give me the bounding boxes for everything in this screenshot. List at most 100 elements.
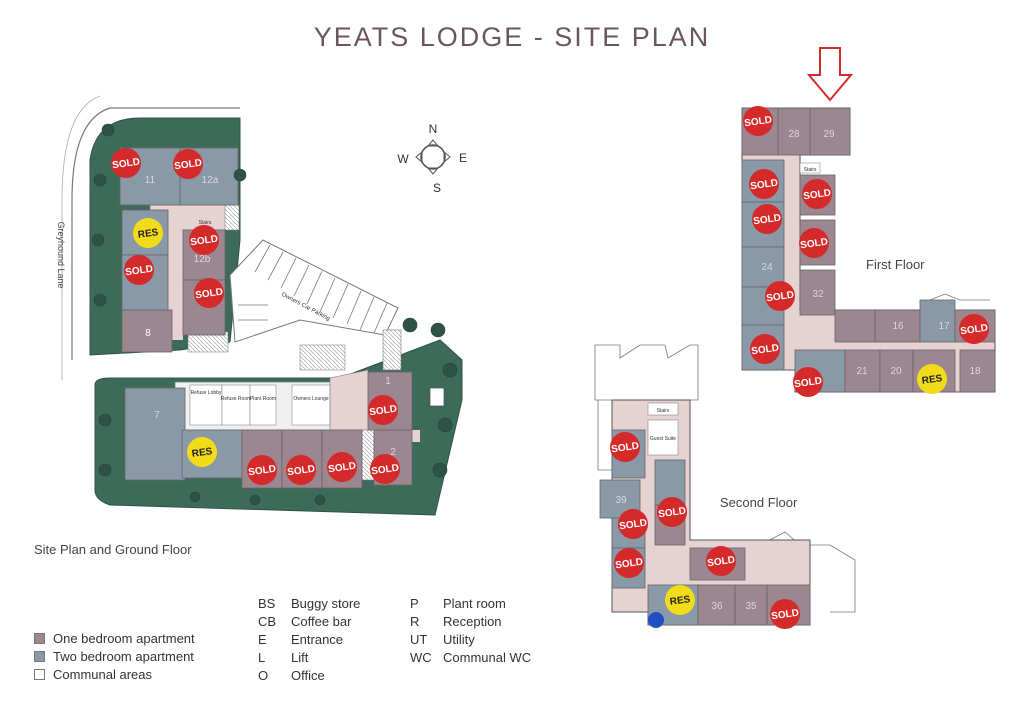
abbr-meaning: Utility	[443, 632, 475, 647]
legend-item-communal: Communal areas	[34, 665, 195, 683]
sold-badge: SOLD	[610, 432, 640, 462]
sold-badge-circle	[286, 455, 316, 485]
apt-number: 8	[145, 328, 151, 339]
sold-badge-label: SOLD	[658, 506, 687, 521]
apt-number: 11	[145, 175, 156, 186]
second-floor-stairs-label: Stairs	[657, 408, 670, 414]
sold-badge-label: SOLD	[611, 441, 640, 456]
sold-badge-circle	[749, 169, 779, 199]
sold-badge-label: SOLD	[112, 157, 141, 172]
guest-suite	[647, 419, 679, 456]
apartment-8	[121, 309, 173, 353]
apt-number: 32	[812, 289, 824, 300]
second-floor-stairs	[647, 402, 679, 416]
first-floor-label: First Floor	[866, 257, 925, 272]
sold-badge-circle	[706, 546, 736, 576]
sold-badge: SOLD	[124, 255, 154, 285]
apt-number: 20	[890, 366, 902, 377]
ground-floor-label: Site Plan and Ground Floor	[34, 542, 192, 557]
apartment-16	[874, 309, 921, 343]
second-floor-label: Second Floor	[720, 495, 798, 510]
sold-badge-label: SOLD	[369, 404, 398, 419]
trees	[91, 123, 458, 506]
refuse-room-label: Refuse Room	[221, 396, 252, 402]
compass: N S E W	[397, 122, 467, 195]
north-stairs-label: Stairs	[199, 220, 212, 226]
apt-number: 12a	[202, 175, 219, 186]
greyhound-lane-edge	[71, 107, 240, 360]
apartment-35	[734, 584, 768, 626]
sold-badge-label: SOLD	[766, 290, 795, 305]
sold-badge-circle	[370, 454, 400, 484]
sold-badge-label: SOLD	[619, 518, 648, 533]
entrance-arrow-icon	[806, 47, 854, 102]
abbr-meaning: Buggy store	[291, 596, 361, 611]
sold-badge-label: SOLD	[803, 188, 832, 203]
sold-badge: SOLD	[111, 148, 141, 178]
sold-badge: SOLD	[765, 281, 795, 311]
sold-badge-circle	[368, 395, 398, 425]
abbr-code: L	[258, 650, 266, 665]
page-title: YEATS LODGE - SITE PLAN	[313, 22, 711, 52]
apt-number: 24	[761, 262, 773, 273]
sold-badge: SOLD	[618, 509, 648, 539]
sold-badge-label: SOLD	[771, 608, 800, 623]
apartment-21	[844, 349, 881, 393]
sold-badge: SOLD	[743, 106, 773, 136]
apartment-7	[124, 387, 186, 481]
one-bedroom-swatch	[34, 632, 45, 644]
abbr-code: UT	[410, 632, 428, 647]
north-stairs	[224, 204, 240, 231]
sold-badge: SOLD	[614, 548, 644, 578]
sold-badge-circle	[618, 509, 648, 539]
apt-number: 28	[788, 129, 800, 140]
abbr-meaning: Communal WC	[443, 650, 532, 665]
abbr-meaning: Office	[291, 668, 325, 683]
apartment-32	[799, 269, 836, 316]
reserved-badge-circle	[133, 218, 163, 248]
plant-room-label: Plant Room	[250, 396, 276, 402]
sold-badge-circle	[247, 455, 277, 485]
sold-badge-label: SOLD	[615, 557, 644, 572]
apartment-18	[959, 349, 996, 393]
apt-number: 36	[711, 601, 723, 612]
apt-number: 39	[615, 495, 627, 506]
apt-number: 7	[154, 410, 160, 421]
sold-badge-circle	[614, 548, 644, 578]
sold-badge-circle	[959, 314, 989, 344]
communal-swatch	[34, 668, 45, 680]
sold-badge-label: SOLD	[371, 463, 400, 478]
abbr-meaning: Coffee bar	[291, 614, 352, 629]
refuse-room	[221, 384, 251, 426]
sold-badge: SOLD	[752, 204, 782, 234]
two-bedroom-swatch	[34, 650, 45, 662]
apartment-numbers: 11 12a 12b 8 7 1 2 29 28 24 32 16 17 21 …	[145, 129, 981, 612]
legend-label: Communal areas	[53, 666, 152, 682]
sold-badge-circle	[189, 225, 219, 255]
reserved-badge-circle	[187, 437, 217, 467]
greyhound-lane-label: Greyhound Lane	[56, 221, 66, 288]
guest-suite-label: Guest Suite	[650, 436, 676, 442]
apt-number: 12b	[194, 254, 211, 265]
refuse-lobby-label: Refuse Lobby	[191, 390, 222, 396]
sold-badge: SOLD	[793, 367, 823, 397]
car-park	[229, 239, 402, 371]
sold-badge: SOLD	[368, 395, 398, 425]
sold-badge: SOLD	[657, 497, 687, 527]
sold-badge-circle	[793, 367, 823, 397]
sold-badge-label: SOLD	[287, 464, 316, 479]
sold-badge: SOLD	[959, 314, 989, 344]
sold-badge-label: SOLD	[751, 343, 780, 358]
bench	[429, 387, 445, 407]
legend-label: Two bedroom apartment	[53, 648, 194, 664]
sold-badge-circle	[765, 281, 795, 311]
plant-room	[249, 384, 277, 426]
sold-badge-label: SOLD	[125, 264, 154, 279]
reserved-badge: RES	[187, 437, 217, 467]
sold-badge: SOLD	[749, 169, 779, 199]
apartment-29	[809, 107, 851, 156]
compass-n: N	[429, 122, 438, 136]
sold-badge-label: SOLD	[190, 234, 219, 249]
apartment-33	[834, 309, 876, 343]
